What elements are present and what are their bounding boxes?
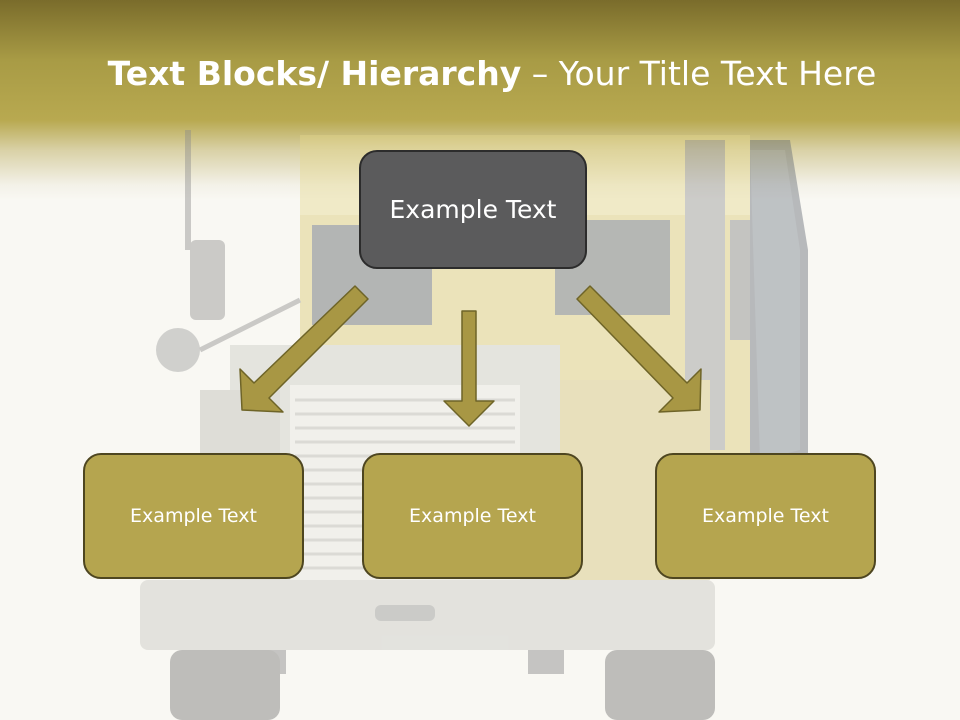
child-box-right[interactable]: Example Text <box>655 453 876 579</box>
slide-title-bold: Text Blocks/ Hierarchy <box>107 54 522 93</box>
slide-title: Text Blocks/ Hierarchy – Your Title Text… <box>0 54 960 93</box>
arrow-down-right-icon <box>576 285 702 413</box>
arrow-down-icon <box>443 310 495 427</box>
arrow-down-left-icon <box>239 285 369 413</box>
slide-title-rest: – Your Title Text Here <box>521 54 877 93</box>
child-box-left[interactable]: Example Text <box>83 453 304 579</box>
top-hierarchy-box[interactable]: Example Text <box>359 150 587 269</box>
child-box-center[interactable]: Example Text <box>362 453 583 579</box>
